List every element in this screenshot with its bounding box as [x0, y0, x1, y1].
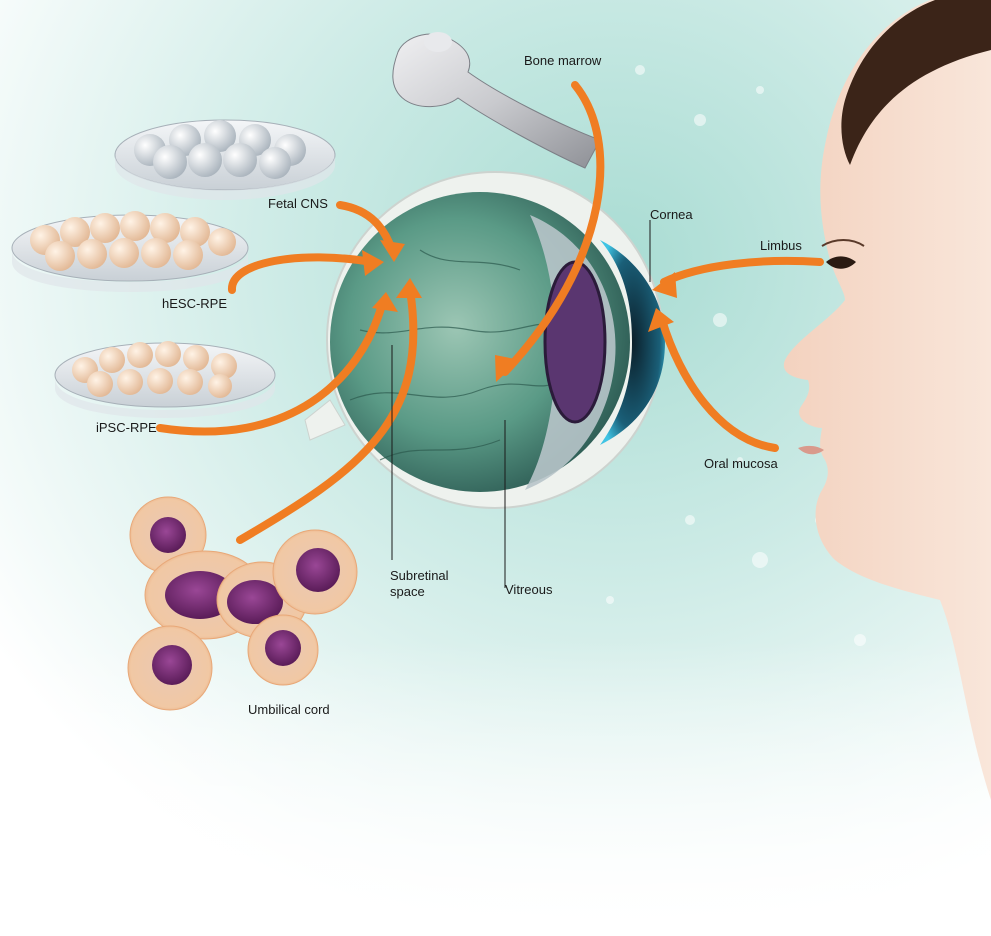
label-oral-mucosa: Oral mucosa: [704, 456, 778, 472]
label-subretinal-space: Subretinal space: [390, 568, 470, 600]
label-vitreous: Vitreous: [505, 582, 552, 598]
lens: [545, 262, 605, 422]
label-limbus: Limbus: [760, 238, 802, 254]
label-umbilical-cord: Umbilical cord: [248, 702, 330, 718]
label-fetal-cns: Fetal CNS: [268, 196, 328, 212]
petri-dish-fetal-cns: [115, 120, 335, 200]
label-ipsc-rpe: iPSC-RPE: [96, 420, 157, 436]
label-cornea: Cornea: [650, 207, 693, 223]
label-bone-marrow: Bone marrow: [524, 53, 601, 69]
label-hesc-rpe: hESC-RPE: [162, 296, 227, 312]
petri-dish-ipsc-rpe: [55, 341, 275, 418]
